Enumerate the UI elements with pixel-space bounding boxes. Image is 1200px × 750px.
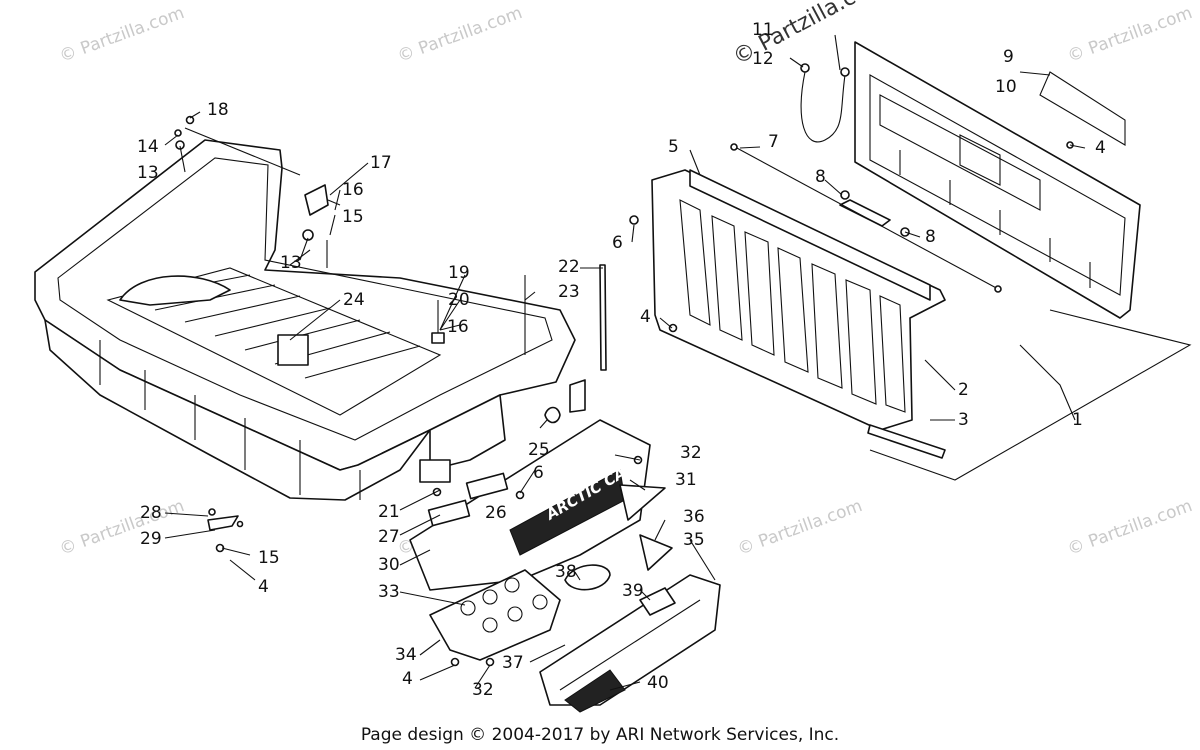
- callout-4: 4: [1095, 138, 1106, 158]
- callout-24: 24: [343, 290, 365, 310]
- callout-29: 29: [140, 529, 162, 549]
- callout-10: 10: [995, 77, 1017, 97]
- callout-2: 2: [958, 380, 969, 400]
- callout-8: 8: [815, 167, 826, 187]
- callout-40: 40: [647, 673, 669, 693]
- callout-6: 6: [612, 233, 623, 253]
- callout-14: 14: [137, 137, 159, 157]
- callout-16: 16: [447, 317, 469, 337]
- callout-7: 7: [768, 132, 779, 152]
- leader-lines: [164, 34, 1086, 691]
- callout-15: 15: [258, 548, 280, 568]
- callout-labels: 1 2 3 4 4 4 4 5 6 6 7 8 8 9 10 11 12 13 …: [137, 20, 1106, 700]
- front-panel: ARCTIC CAT: [409, 419, 721, 713]
- callout-11: 11: [752, 20, 774, 40]
- callout-37: 37: [502, 653, 524, 673]
- callout-21: 21: [378, 502, 400, 522]
- watermark-text: © Partzilla.com: [1065, 496, 1195, 560]
- callout-20: 20: [448, 290, 470, 310]
- callout-35: 35: [683, 530, 705, 550]
- watermark-text: © Partzilla.com: [395, 3, 525, 67]
- callout-8: 8: [925, 227, 936, 247]
- callout-1: 1: [1072, 410, 1083, 430]
- callout-9: 9: [1003, 47, 1014, 67]
- callout-19: 19: [448, 263, 470, 283]
- callout-5: 5: [668, 137, 679, 157]
- callout-4: 4: [402, 669, 413, 689]
- callout-22: 22: [558, 257, 580, 277]
- callout-17: 17: [370, 153, 392, 173]
- watermark-text: © Partzilla.com: [57, 496, 187, 560]
- callout-39: 39: [622, 581, 644, 601]
- callout-28: 28: [140, 503, 162, 523]
- callout-32: 32: [680, 443, 702, 463]
- tailgate-outer: [629, 143, 1002, 459]
- callout-38: 38: [555, 562, 577, 582]
- callout-26: 26: [485, 503, 507, 523]
- callout-34: 34: [395, 645, 417, 665]
- callout-25: 25: [528, 440, 550, 460]
- callout-27: 27: [378, 527, 400, 547]
- watermark-text: © Partzilla.com: [57, 3, 187, 67]
- callout-30: 30: [378, 555, 400, 575]
- callout-4: 4: [640, 307, 651, 327]
- callout-32: 32: [472, 680, 494, 700]
- callout-13: 13: [137, 163, 159, 183]
- watermark-text: © Partzilla.com: [735, 496, 865, 560]
- callout-36: 36: [683, 507, 705, 527]
- callout-31: 31: [675, 470, 697, 490]
- trim-strip: [599, 264, 607, 371]
- callout-13: 13: [280, 253, 302, 273]
- callout-23: 23: [558, 282, 580, 302]
- callout-4: 4: [258, 577, 269, 597]
- cargo-box: [34, 139, 576, 501]
- callout-18: 18: [207, 100, 229, 120]
- callout-16: 16: [342, 180, 364, 200]
- hardware: [174, 115, 586, 553]
- callout-6: 6: [533, 463, 544, 483]
- watermark-text: © Partzilla.com: [1065, 3, 1195, 67]
- callout-3: 3: [958, 410, 969, 430]
- callout-33: 33: [378, 582, 400, 602]
- tailgate-inner: [800, 41, 1141, 319]
- callout-15: 15: [342, 207, 364, 227]
- callout-12: 12: [752, 49, 774, 69]
- footer-copyright: Page design © 2004-2017 by ARI Network S…: [361, 725, 839, 745]
- decal-24-shape: [277, 334, 309, 366]
- hinge-bracket: [302, 184, 341, 268]
